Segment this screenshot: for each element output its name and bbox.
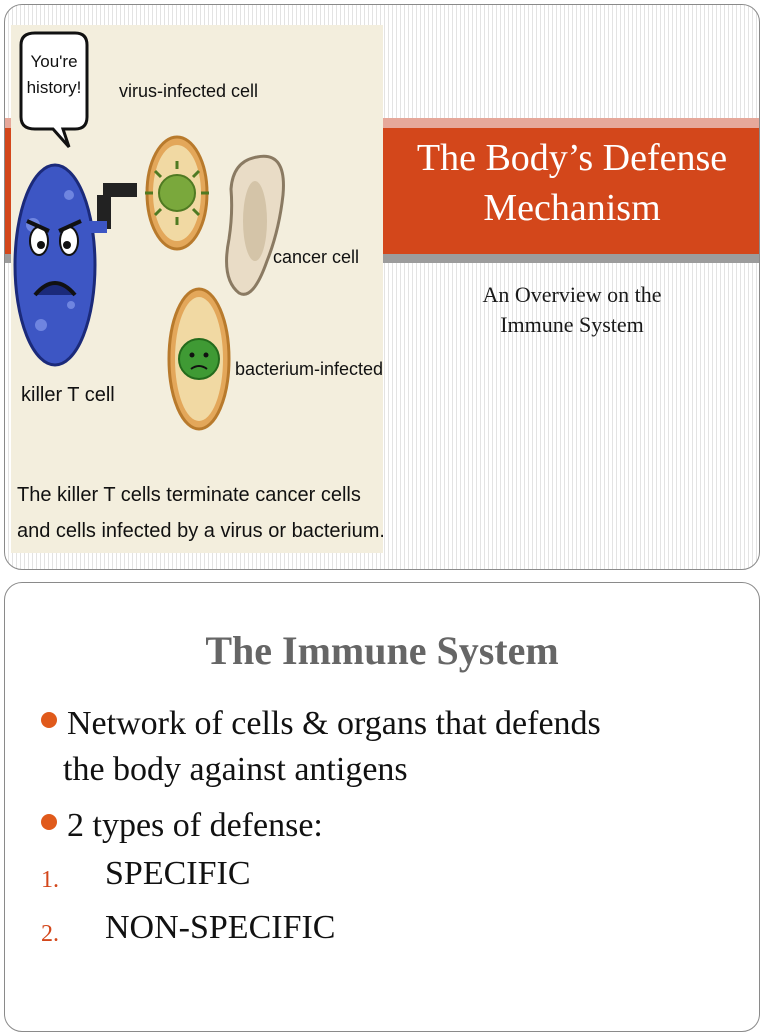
- slide-title: The Body’s Defense Mechanism: [383, 133, 759, 233]
- killer-t-cell-label: killer T cell: [21, 384, 115, 406]
- bacterium-cell-label: bacterium-infected cell: [235, 359, 383, 379]
- bullet-text-2: 2 types of defense:: [67, 807, 323, 844]
- subtitle-line-2: Immune System: [500, 312, 644, 337]
- bacterium-infected-cell-icon: [167, 287, 231, 431]
- title-line-2: Mechanism: [483, 187, 661, 229]
- killer-t-cell-icon: [13, 163, 97, 367]
- bullet-dot-icon: [41, 814, 57, 830]
- caption-line-1: The killer T cells terminate cancer cell…: [17, 484, 361, 506]
- immune-cells-illustration: You're history!: [11, 25, 383, 553]
- caption-line-2: and cells infected by a virus or bacteri…: [17, 520, 383, 542]
- content-slide: The Immune System Network of cells & org…: [4, 582, 760, 1032]
- speech-bubble: You're history!: [19, 31, 89, 148]
- pistol-icon: [89, 183, 137, 233]
- list-number: 1.: [41, 867, 59, 893]
- bullet-text-1a: Network of cells & organs that defends: [67, 705, 601, 742]
- virus-cell-label: virus-infected cell: [119, 81, 258, 101]
- bullet-text-1b: the body against antigens: [63, 751, 408, 788]
- bullet-dot-icon: [41, 712, 57, 728]
- slide-subtitle: An Overview on the Immune System: [383, 280, 759, 340]
- speech-line-2: history!: [27, 78, 82, 97]
- bullet-item: 2 types of defense:: [41, 803, 741, 849]
- list-item-text: NON-SPECIFIC: [105, 909, 336, 946]
- cancer-cell-icon: [225, 154, 285, 296]
- list-number: 2.: [41, 921, 59, 947]
- list-item-text: SPECIFIC: [105, 855, 251, 892]
- subtitle-line-1: An Overview on the: [482, 282, 662, 307]
- title-slide: You're history!: [4, 4, 760, 570]
- virus-infected-cell-icon: [145, 135, 209, 251]
- title-line-1: The Body’s Defense: [416, 137, 728, 179]
- slide-heading: The Immune System: [205, 628, 559, 673]
- cancer-cell-label: cancer cell: [273, 247, 359, 267]
- speech-line-1: You're: [30, 52, 77, 71]
- bullet-item: Network of cells & organs that defends t…: [41, 701, 741, 793]
